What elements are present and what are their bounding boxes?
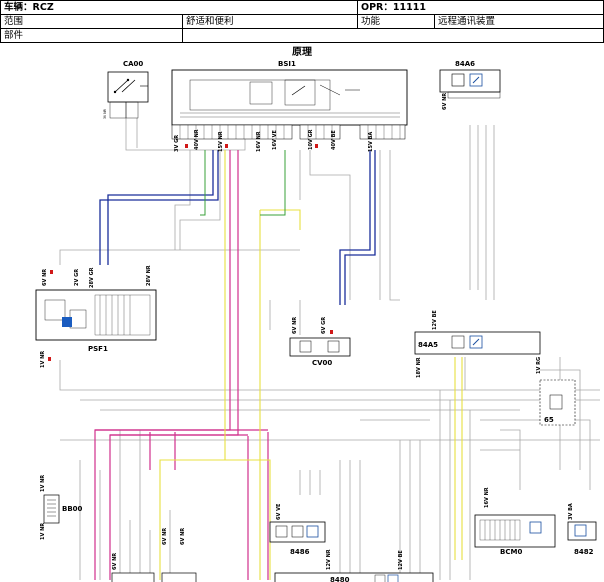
svg-text:12V BE: 12V BE xyxy=(432,310,438,330)
gray-wires xyxy=(59,118,600,580)
red-marks xyxy=(48,144,333,361)
svg-text:10V GR: 10V GR xyxy=(308,129,314,150)
component-bsi1: BSI1 3V GR 40V NR 15V NR 16V NR 16V VE 1… xyxy=(171,60,408,152)
component-8482: 8482 3V BA xyxy=(567,503,597,556)
vehicle-cell: 车辆：RCZ xyxy=(0,0,358,15)
component-bb00: BB00 1V NR 1V NR xyxy=(40,475,83,540)
svg-text:15V BA: 15V BA xyxy=(368,132,374,152)
svg-text:40V BE: 40V BE xyxy=(331,130,337,150)
8480-label: 8480 xyxy=(330,576,350,582)
opr-label: OPR xyxy=(361,2,384,13)
psf1-label: PSF1 xyxy=(88,345,108,353)
svg-text:1V NR: 1V NR xyxy=(40,351,46,368)
bcm0-label: BCM0 xyxy=(500,548,522,556)
svg-text:16V NR: 16V NR xyxy=(256,131,262,152)
svg-text:6V NR: 6V NR xyxy=(162,528,168,545)
bb00-label: BB00 xyxy=(62,505,83,513)
svg-text:12V BE: 12V BE xyxy=(398,550,404,570)
magenta-wires xyxy=(94,150,269,580)
function-label: 功能 xyxy=(357,14,435,29)
svg-text:16V NR: 16V NR xyxy=(484,487,490,508)
svg-text:6V NR: 6V NR xyxy=(442,93,448,110)
svg-text:16V VE: 16V VE xyxy=(272,130,278,150)
svg-text:28V GR: 28V GR xyxy=(89,267,95,288)
scope-value: 舒适和便利 xyxy=(182,14,358,29)
svg-text:15V NR: 15V NR xyxy=(218,131,224,152)
svg-text:2V GR: 2V GR xyxy=(74,269,80,286)
vehicle-label: 车辆 xyxy=(4,2,24,13)
ca00-label: CA00 xyxy=(123,60,143,68)
diagram-title: 原理 xyxy=(292,47,312,58)
svg-text:6V NR: 6V NR xyxy=(42,269,48,286)
component-84a6: 84A6 6V NR xyxy=(439,60,501,110)
component-84a5: 84A5 12V BE 18V NR 1V RG xyxy=(414,310,542,378)
component-psf1: PSF1 6V NR 2V GR 28V GR 28V NR 1V NR xyxy=(35,265,157,368)
bsi1-label: BSI1 xyxy=(278,60,296,68)
svg-text:6V NR: 6V NR xyxy=(180,528,186,545)
svg-text:6V GR: 6V GR xyxy=(321,317,327,334)
opr-cell: OPR：11111 xyxy=(357,0,604,15)
component-8480: 8480 12V NR 12V BE xyxy=(274,549,434,582)
green-wires xyxy=(200,150,286,216)
84a6-label: 84A6 xyxy=(455,60,475,68)
svg-text:1V NR: 1V NR xyxy=(40,523,46,540)
wiring-schematic: CA00 3V NR BSI1 3V GR 40V NR xyxy=(35,60,600,582)
8486-label: 8486 xyxy=(290,548,310,556)
65-label: 65 xyxy=(544,416,554,424)
cv00-label: CV00 xyxy=(312,359,332,367)
svg-text:3V BA: 3V BA xyxy=(568,503,574,520)
lower-left-modules: 6V NR 6V NR 6V NR xyxy=(111,528,197,582)
ca00-conn: 3V NR xyxy=(103,108,107,119)
parts-value xyxy=(182,28,604,43)
svg-text:28V NR: 28V NR xyxy=(146,265,152,286)
svg-text:3V GR: 3V GR xyxy=(174,135,180,152)
svg-text:1V RG: 1V RG xyxy=(536,357,542,374)
parts-label: 部件 xyxy=(0,28,183,43)
yellow-wires xyxy=(159,150,463,580)
component-cv00: CV00 6V NR 6V GR xyxy=(289,317,351,367)
svg-text:12V NR: 12V NR xyxy=(326,549,332,570)
svg-text:6V VE: 6V VE xyxy=(276,503,282,520)
svg-text:6V NR: 6V NR xyxy=(292,317,298,334)
component-ca00: CA00 3V NR xyxy=(103,60,149,119)
8482-label: 8482 xyxy=(574,548,594,556)
svg-text:18V NR: 18V NR xyxy=(416,357,422,378)
component-8486: 8486 6V VE xyxy=(269,503,326,556)
header-table: 车辆：RCZ OPR：11111 范围 舒适和便利 功能 远程通讯装置 部件 xyxy=(0,0,604,44)
svg-text:6V NR: 6V NR xyxy=(112,553,118,570)
component-65: 65 xyxy=(539,379,576,426)
scope-label: 范围 xyxy=(0,14,183,29)
opr-value: 11111 xyxy=(392,2,426,13)
function-value: 远程通讯装置 xyxy=(434,14,604,29)
svg-text:40V NR: 40V NR xyxy=(194,129,200,150)
blue-wires xyxy=(99,150,376,305)
component-bcm0: BCM0 16V NR xyxy=(474,487,556,556)
vehicle-value: RCZ xyxy=(32,2,54,13)
svg-text:1V NR: 1V NR xyxy=(40,475,46,492)
84a5-label: 84A5 xyxy=(418,341,438,349)
